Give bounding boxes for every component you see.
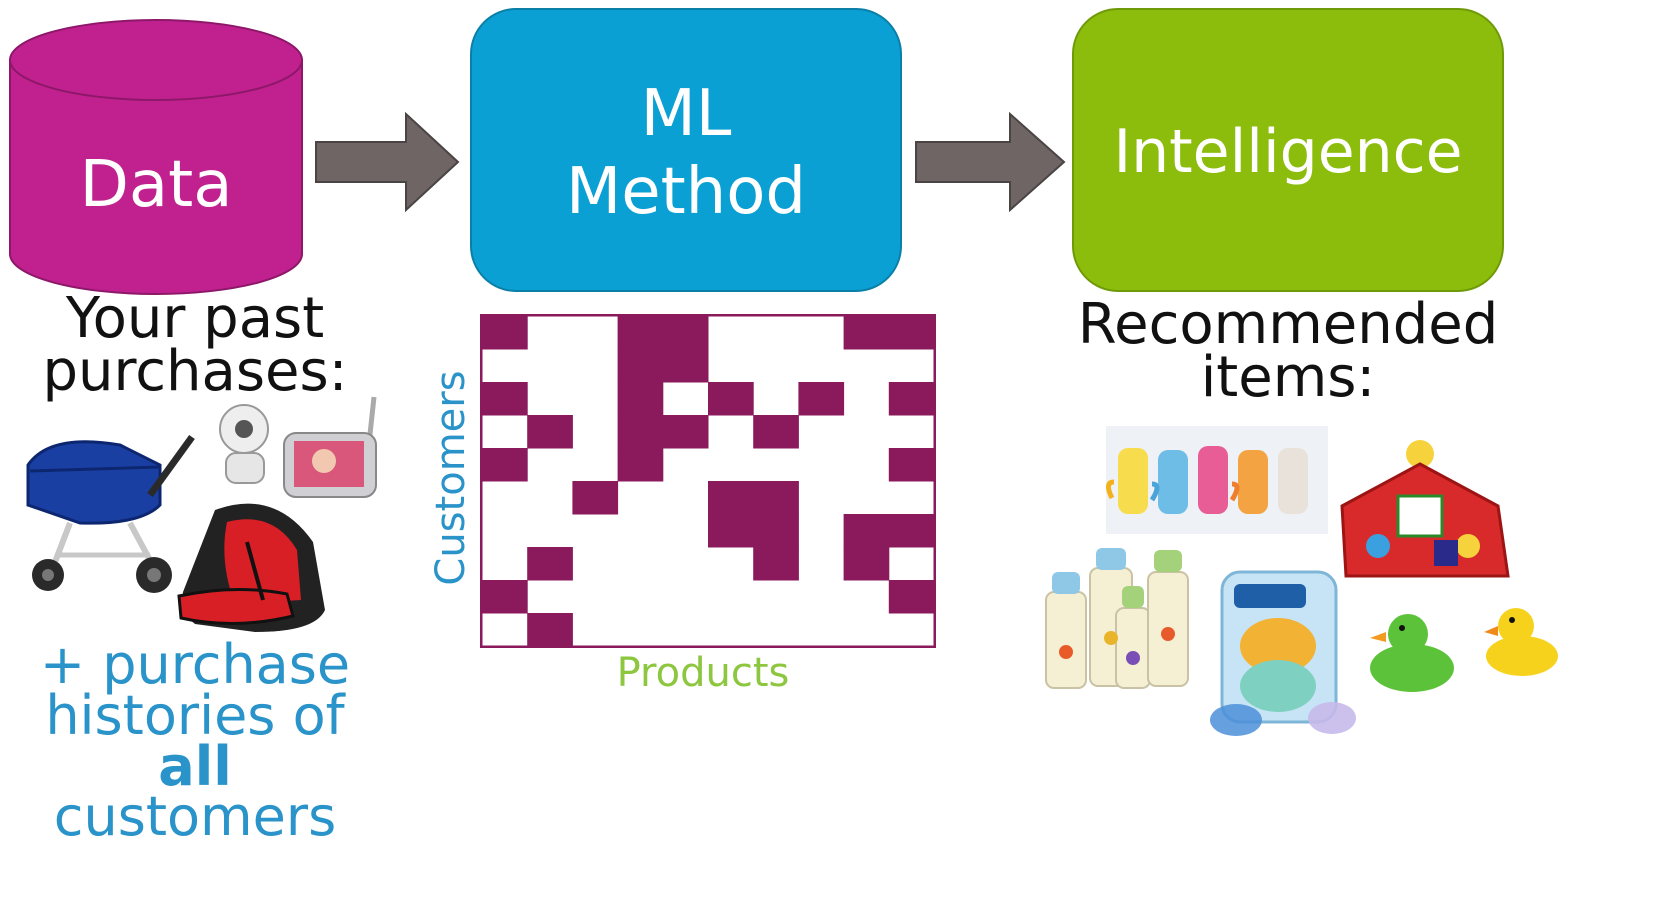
note-line: histories of: [45, 683, 345, 747]
data-stage: Data: [8, 18, 304, 298]
rubber-duck-icon: [1370, 614, 1454, 692]
caption-line: purchases:: [42, 339, 348, 405]
matrix-cell: [888, 580, 935, 614]
matrix-cell: [843, 547, 890, 581]
matrix-cell: [708, 382, 754, 416]
matrix-cell: [617, 415, 664, 449]
matrix-cell: [482, 580, 528, 614]
matrix-cell: [572, 481, 619, 515]
intelligence-box: Intelligence: [1072, 8, 1504, 292]
cylinder-top: [9, 19, 303, 101]
matrix-cell: [527, 415, 573, 449]
matrix-cell: [888, 514, 935, 548]
matrix-cell: [888, 316, 935, 350]
data-label: Data: [79, 148, 233, 222]
matrix-x-label: Products: [616, 650, 790, 696]
matrix-cell: [662, 316, 709, 350]
purchase-matrix: [480, 314, 936, 648]
matrix-cell: [708, 481, 754, 515]
matrix-cell: [843, 514, 890, 548]
method-label: Method: [565, 155, 807, 229]
baby-bottles-icon: [1045, 548, 1189, 689]
arrow-right-icon: [915, 111, 1066, 213]
arrow-right-icon: [315, 111, 460, 213]
matrix-y-label: Customers: [428, 370, 474, 586]
matrix-cell: [527, 547, 573, 581]
matrix-cell: [662, 415, 709, 449]
all-customers-note: + purchase histories of all customers: [10, 633, 380, 849]
stroller-icon: [26, 434, 195, 593]
cylinder-body: [9, 59, 303, 295]
caption-line: items:: [1200, 345, 1376, 411]
note-line: + purchase: [39, 633, 351, 696]
matrix-cell: [843, 316, 890, 350]
matrix-cell: [753, 514, 799, 548]
recommended-caption: Recommended items:: [1050, 292, 1526, 411]
matrix-cell: [617, 349, 664, 383]
caption-line: Your past: [65, 286, 325, 351]
caption-line: Recommended: [1077, 292, 1499, 357]
ml-label: ML: [640, 77, 732, 151]
note-line: customers: [53, 785, 337, 849]
matrix-cell: [482, 448, 528, 482]
matrix-cell: [527, 613, 573, 647]
baby-monitor-icon: [219, 396, 377, 498]
matrix-cell: [888, 382, 935, 416]
matrix-cell: [662, 349, 709, 383]
matrix-cell: [753, 481, 799, 515]
matrix-cell: [798, 382, 845, 416]
matrix-grid: [480, 314, 936, 648]
matrix-cell: [753, 415, 799, 449]
matrix-cell: [482, 382, 528, 416]
matrix-cell: [617, 448, 664, 482]
ml-method-box: ML Method: [470, 8, 902, 292]
matrix-cell: [482, 316, 528, 350]
bottles-icon: [1106, 426, 1328, 534]
matrix-cell: [753, 547, 799, 581]
matrix-cell: [617, 382, 664, 416]
pacifier-package-icon: [1210, 570, 1356, 736]
database-cylinder-icon: [9, 19, 303, 295]
note-emphasis: all: [158, 734, 232, 798]
matrix-cell: [888, 448, 935, 482]
matrix-border: [480, 314, 936, 648]
rubber-duck-icon: [1484, 608, 1558, 676]
past-purchases-caption: Your past purchases:: [10, 286, 380, 405]
car-seat-icon: [177, 503, 325, 632]
matrix-cell: [708, 514, 754, 548]
matrix-cell: [617, 316, 664, 350]
toy-barn-icon: [1340, 440, 1510, 578]
intelligence-label: Intelligence: [1113, 117, 1463, 187]
